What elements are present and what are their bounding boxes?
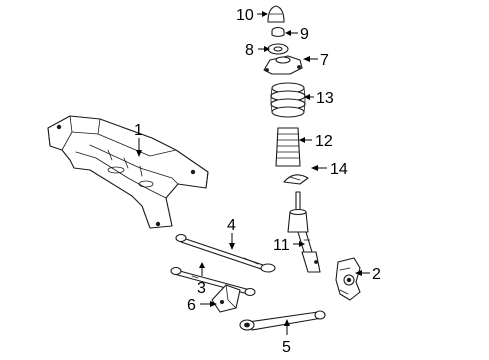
callout-2-leader (355, 270, 370, 276)
callout-6-label: 6 (187, 297, 196, 314)
callout-9-label: 9 (300, 26, 309, 43)
trailing-arm-part[interactable] (239, 310, 326, 331)
callout-3-leader (199, 262, 205, 276)
spring-seat-part[interactable] (283, 174, 309, 185)
callout-8-leader (258, 46, 270, 52)
callout-8-label: 8 (245, 42, 254, 59)
dust-boot-part[interactable] (275, 127, 301, 167)
nut-part[interactable] (271, 26, 285, 38)
callout-13-label: 13 (316, 90, 334, 107)
callout-10-label: 10 (236, 7, 254, 24)
strut-mount-cap-part[interactable] (267, 5, 285, 23)
upper-mount-part[interactable] (263, 55, 303, 75)
callout-1-label: 1 (134, 122, 143, 139)
callout-12-leader (299, 137, 312, 143)
lower-lateral-link-part[interactable] (170, 266, 256, 297)
knuckle-part[interactable] (335, 257, 361, 301)
coil-spring-part[interactable] (270, 82, 306, 118)
callout-3-label: 3 (197, 280, 206, 297)
callout-9-leader (285, 30, 298, 36)
callout-6-leader (200, 301, 217, 307)
callout-14-label: 14 (330, 161, 348, 178)
washer-part[interactable] (267, 43, 289, 55)
bracket-part[interactable] (211, 284, 241, 313)
callout-1-leader (136, 138, 142, 157)
callout-5-leader (284, 319, 290, 335)
callout-12-label: 12 (315, 133, 333, 150)
crossmember-part[interactable] (47, 115, 209, 229)
callout-5-label: 5 (282, 339, 291, 356)
callout-4-leader (229, 233, 235, 250)
callout-14-leader (311, 165, 327, 171)
callout-7-label: 7 (320, 52, 329, 69)
callout-7-leader (303, 56, 318, 62)
callout-13-leader (304, 94, 314, 100)
callout-11-leader (293, 241, 305, 247)
callout-11-label: 11 (273, 237, 290, 254)
callout-2-label: 2 (372, 266, 381, 283)
strut-assembly-part[interactable] (287, 191, 321, 273)
upper-lateral-link-part[interactable] (175, 233, 276, 273)
callout-10-leader (257, 11, 268, 17)
callout-4-label: 4 (227, 217, 236, 234)
